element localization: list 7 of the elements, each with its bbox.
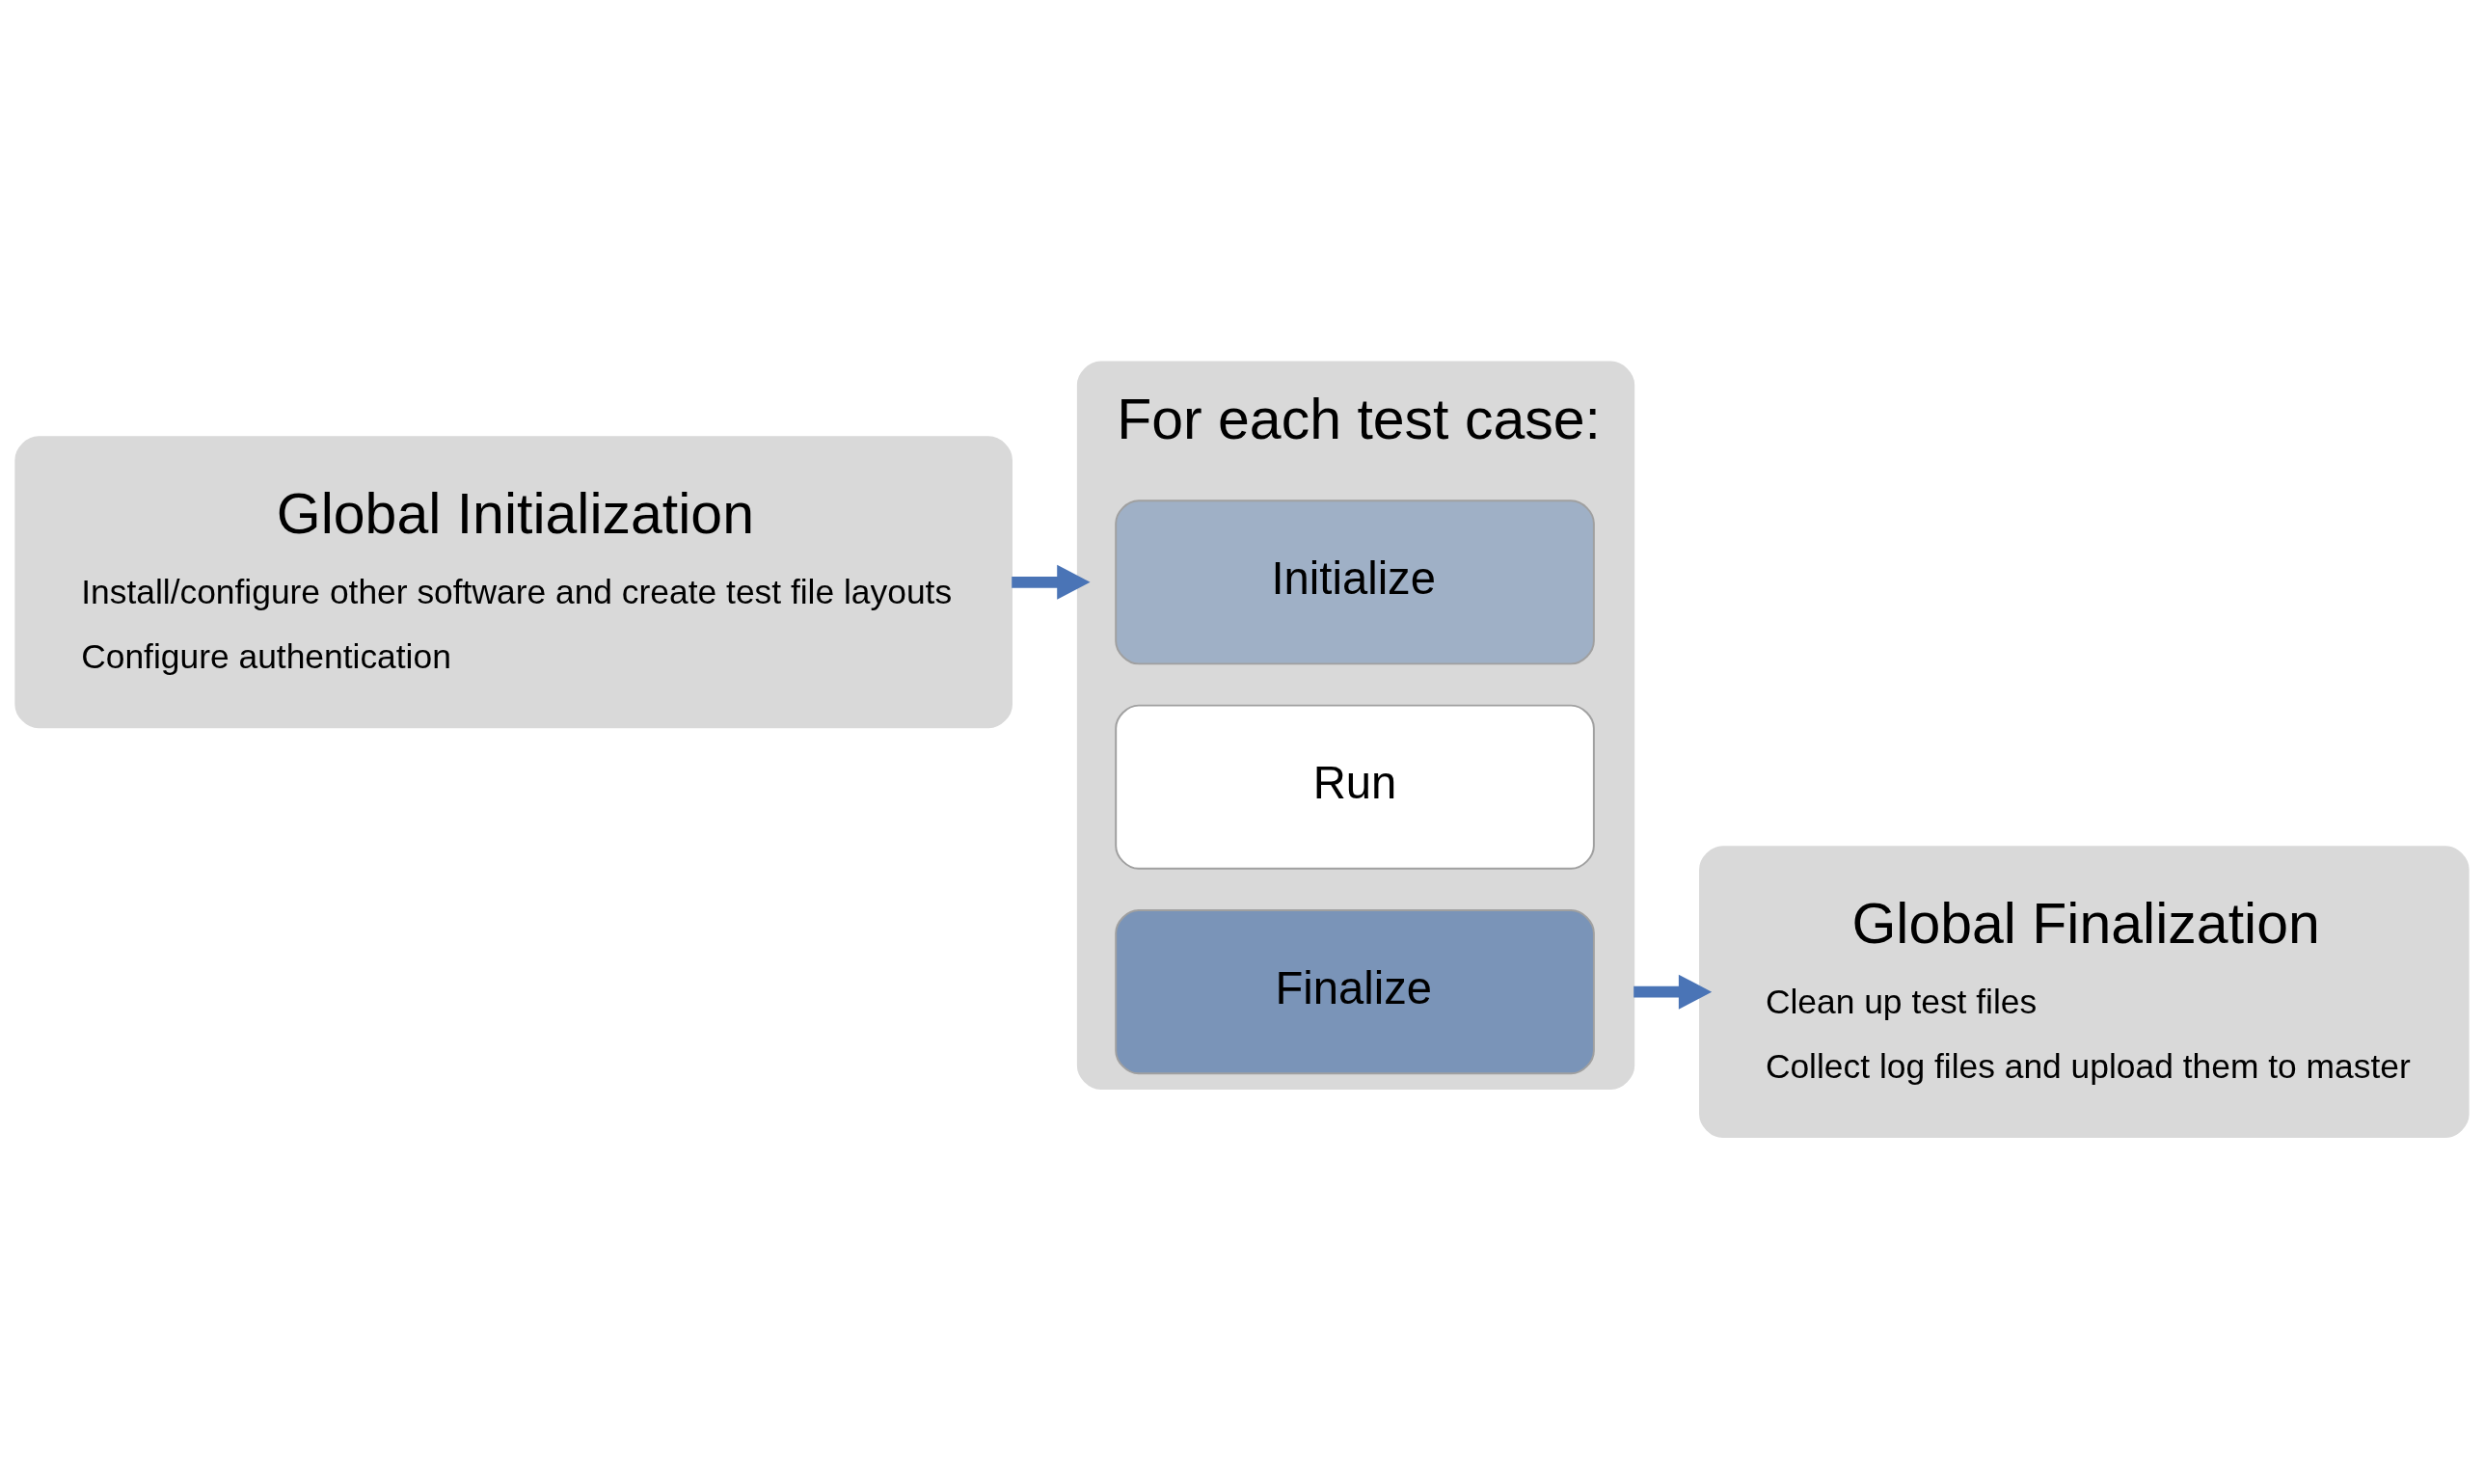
arrow — [1012, 564, 1091, 600]
node-box: Global Finalization Clean up test files Collect log files and upload them to master — [1699, 846, 2470, 1139]
node-box: Run — [1115, 704, 1595, 870]
node-box: Global Initialization Install/configure other software and create test file layouts Configure authentication — [14, 436, 1012, 729]
arrow — [1634, 974, 1713, 1010]
node-box: Finalize — [1115, 909, 1595, 1075]
node-box: Initialize — [1115, 499, 1595, 665]
